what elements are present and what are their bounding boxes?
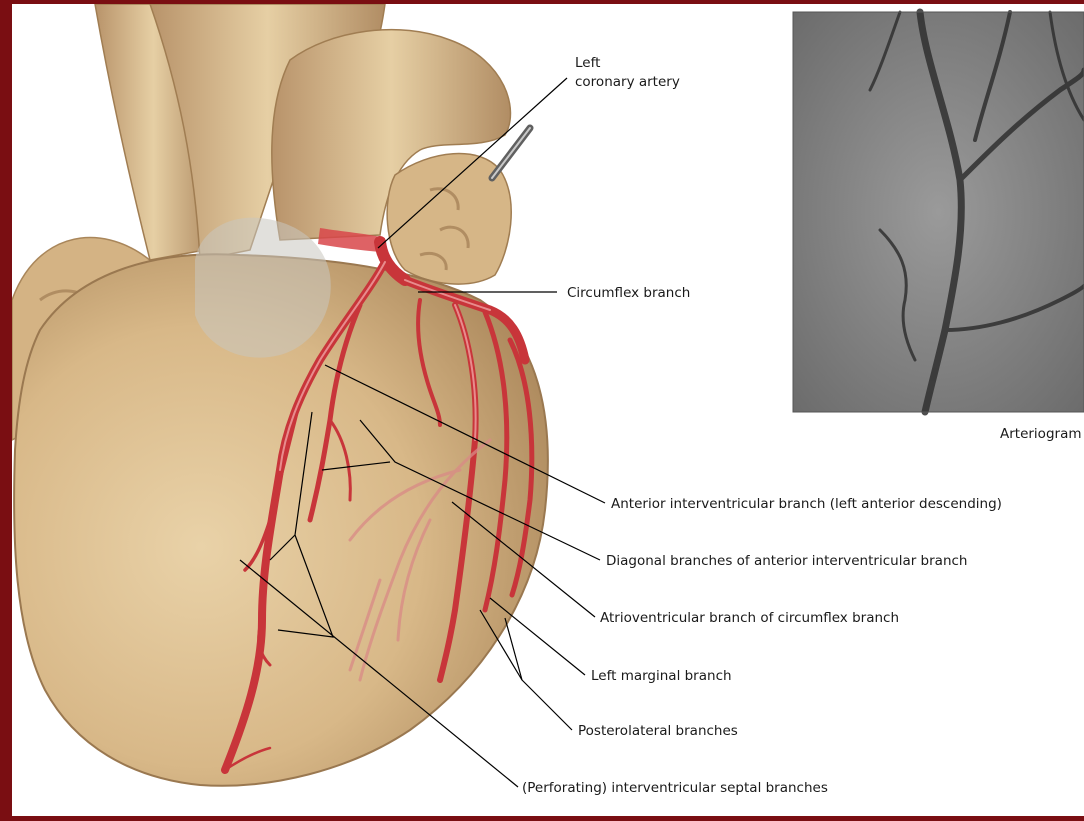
label-atrioventricular-branch: Atrioventricular branch of circumflex br… (600, 610, 899, 626)
arteriogram-caption: Arteriogram (1000, 426, 1082, 442)
label-posterolateral-branches: Posterolateral branches (578, 723, 738, 739)
label-left-coronary-artery-line2: coronary artery (575, 74, 680, 90)
arteriogram-image (793, 12, 1084, 412)
label-left-coronary-artery-line1: Left (575, 55, 600, 71)
label-circumflex-branch: Circumflex branch (567, 285, 690, 301)
label-anterior-interventricular-branch: Anterior interventricular branch (left a… (611, 496, 1002, 512)
label-diagonal-branches: Diagonal branches of anterior interventr… (606, 553, 967, 569)
label-septal-branches: (Perforating) interventricular septal br… (522, 780, 828, 796)
label-left-marginal-branch: Left marginal branch (591, 668, 732, 684)
